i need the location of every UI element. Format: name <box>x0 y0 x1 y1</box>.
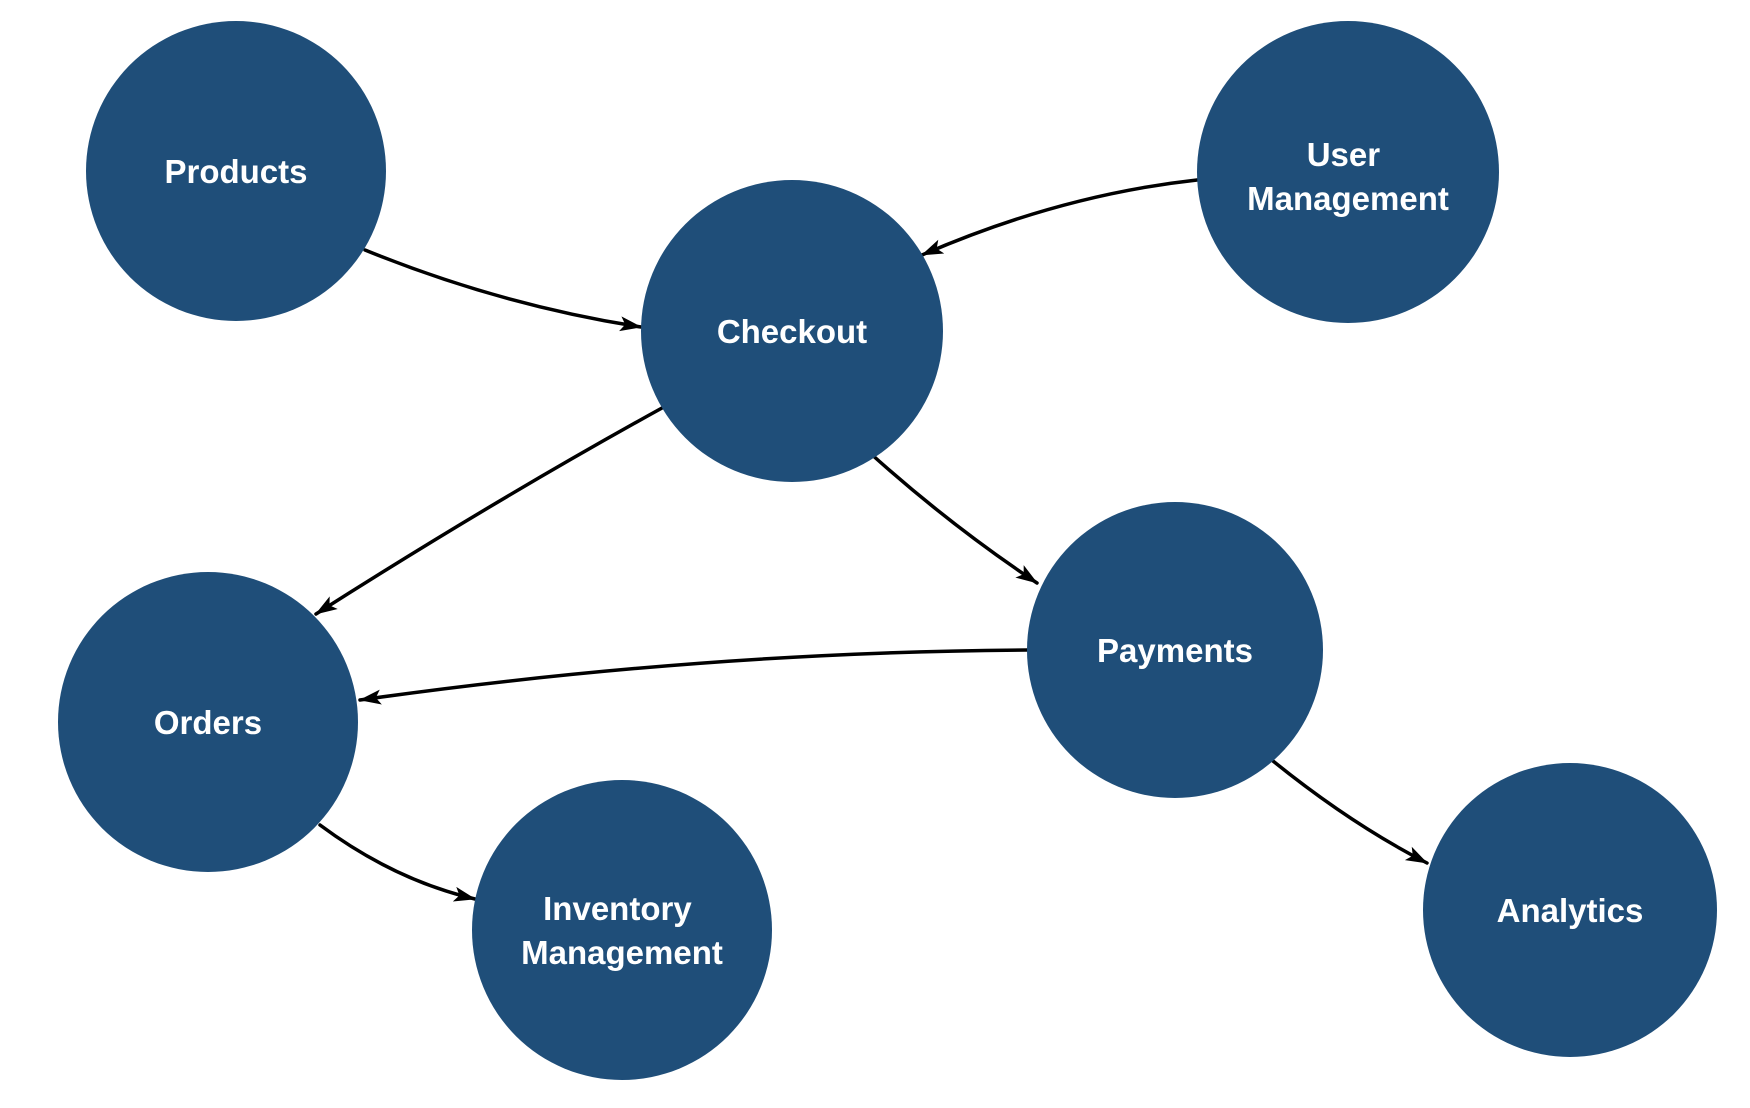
node-analytics-label: Analytics <box>1497 892 1644 929</box>
edge-orders-to-inventory-management <box>318 823 477 902</box>
node-orders-label: Orders <box>154 704 262 741</box>
node-payments-label: Payments <box>1097 632 1253 669</box>
node-user-management-circle[interactable] <box>1197 21 1499 323</box>
node-products-circle[interactable] <box>86 21 386 321</box>
edge-user-management-to-checkout <box>920 178 1199 257</box>
node-checkout-label: Checkout <box>717 313 867 350</box>
node-analytics[interactable]: Analytics <box>1423 763 1717 1057</box>
node-orders-circle[interactable] <box>58 572 358 872</box>
node-inventory-management-label: Inventory Management <box>521 890 723 971</box>
node-payments-circle[interactable] <box>1027 502 1323 798</box>
node-checkout[interactable]: Checkout <box>641 180 943 482</box>
node-user-management-label: User Management <box>1247 136 1449 217</box>
node-inventory-management[interactable]: Inventory Management <box>472 780 772 1080</box>
node-inventory-management-label-line1: Inventory <box>543 890 692 927</box>
node-products[interactable]: Products <box>86 21 386 321</box>
edge-checkout-to-orders <box>314 406 664 616</box>
node-user-management-label-line2: Management <box>1247 180 1449 217</box>
edge-checkout-to-payments <box>868 451 1039 585</box>
node-checkout-circle[interactable] <box>641 180 943 482</box>
node-user-management[interactable]: User Management <box>1197 21 1499 323</box>
edge-products-to-checkout <box>363 248 643 332</box>
node-inventory-management-label-line2: Management <box>521 934 723 971</box>
edge-payments-to-analytics <box>1271 759 1429 865</box>
node-inventory-management-circle[interactable] <box>472 780 772 1080</box>
edge-layer <box>314 178 1429 902</box>
node-payments[interactable]: Payments <box>1027 502 1323 798</box>
node-analytics-circle[interactable] <box>1423 763 1717 1057</box>
node-products-label: Products <box>164 153 307 190</box>
node-orders[interactable]: Orders <box>58 572 358 872</box>
edge-payments-to-orders <box>358 648 1029 705</box>
node-user-management-label-line1: User <box>1307 136 1381 173</box>
